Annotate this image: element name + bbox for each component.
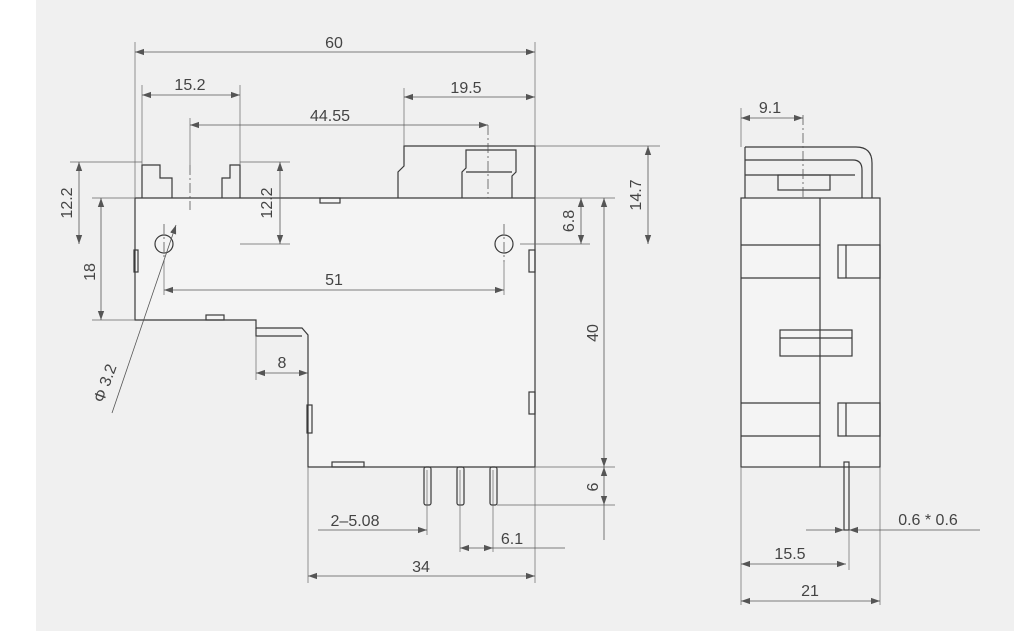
dim-pin-position: 15.5	[774, 546, 805, 563]
dim-side-tab: 9.1	[759, 100, 781, 117]
dim-pin-size: 0.6 * 0.6	[898, 512, 958, 529]
dim-right-height: 14.7	[628, 179, 645, 210]
side-view	[740, 108, 980, 605]
dim-inner-height: 12.2	[259, 187, 276, 218]
dim-body-height: 40	[585, 324, 602, 342]
dim-right-tab: 19.5	[450, 80, 481, 97]
dim-overall-width: 60	[325, 35, 343, 52]
dim-hole-diameter: Φ 3.2	[91, 362, 121, 405]
dim-flange-height: 18	[82, 263, 99, 281]
dim-bottom-width: 34	[412, 559, 430, 576]
dim-step-width: 8	[278, 355, 287, 372]
dim-pin-offset: 6.1	[501, 531, 523, 548]
dim-pin-pitch: 2–5.08	[331, 513, 380, 530]
dim-left-height: 12.2	[59, 187, 76, 218]
dim-hole-pitch: 44.55	[310, 108, 350, 125]
front-view	[70, 42, 660, 583]
dim-side-width: 21	[801, 583, 819, 600]
dim-pin-length: 6	[585, 482, 602, 491]
dim-hole-offset: 6.8	[561, 210, 578, 232]
dim-hole-spacing: 51	[325, 272, 343, 289]
dim-left-tab: 15.2	[174, 77, 205, 94]
